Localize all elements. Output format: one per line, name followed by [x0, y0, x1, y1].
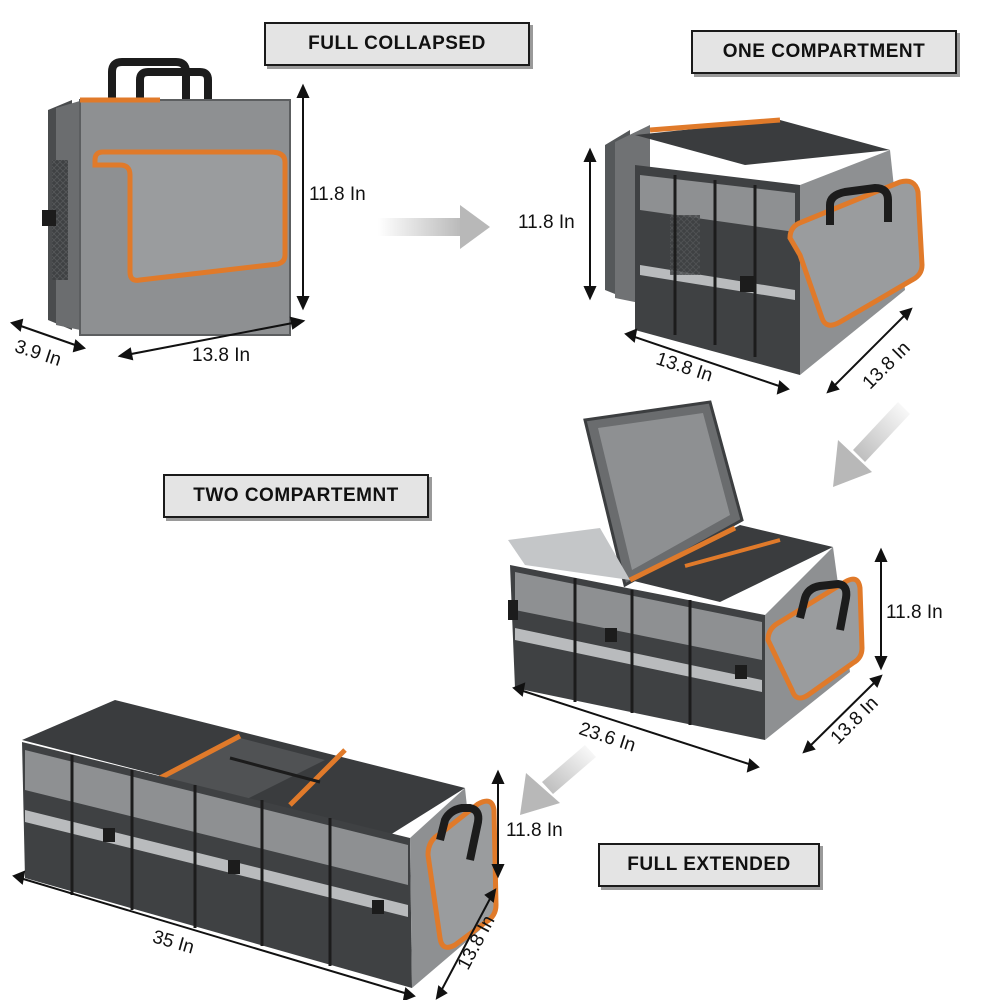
transition-arrow-2 — [833, 402, 910, 487]
full-extended-bag — [22, 700, 499, 988]
two-compartment-height-dimension: 11.8 In — [886, 602, 943, 623]
full-extended-height-dimension: 11.8 In — [506, 820, 563, 841]
collapsed-bag — [42, 58, 291, 336]
full-extended-label: FULL EXTENDED — [598, 843, 820, 887]
transition-arrow-3 — [520, 745, 596, 815]
collapsed-width-dimension: 13.8 In — [192, 345, 251, 366]
transition-arrow-1 — [378, 205, 490, 249]
collapsed-dimension-lines — [9, 83, 310, 361]
full-collapsed-label: FULL COLLAPSED — [264, 22, 530, 66]
full-extended-dimension-lines — [12, 769, 505, 1000]
one-compartment-bag — [605, 117, 925, 375]
two-compartment-dimension-lines — [512, 547, 888, 773]
one-compartment-height-dimension: 11.8 In — [518, 212, 575, 233]
two-compartment-label: TWO COMPARTEMNT — [163, 474, 429, 518]
two-compartment-bag — [508, 400, 865, 740]
one-compartment-dimension-lines — [583, 147, 913, 395]
collapsed-height-dimension: 11.8 In — [309, 184, 366, 205]
one-compartment-label: ONE COMPARTMENT — [691, 30, 957, 74]
